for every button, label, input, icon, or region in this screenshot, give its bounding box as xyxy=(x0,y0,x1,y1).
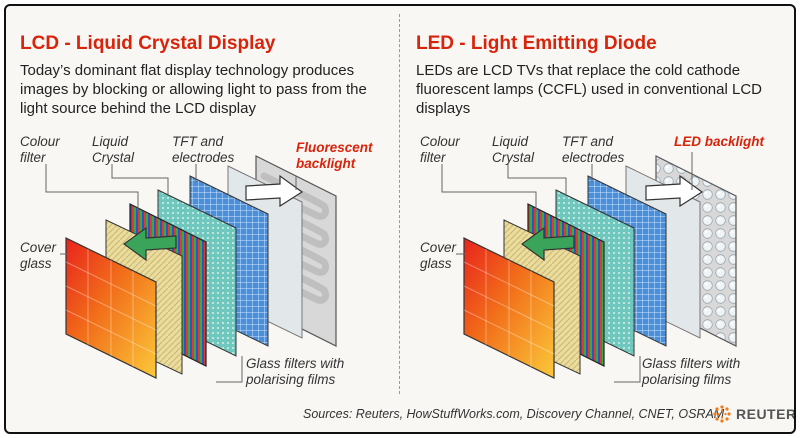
lcd-label-backlight: Fluorescent backlight xyxy=(296,140,373,172)
lcd-label-cover-glass-line2: glass xyxy=(20,256,52,271)
arrow-icon xyxy=(520,226,575,262)
lcd-label-colour-filter-line2: filter xyxy=(20,150,46,165)
led-label-glass-filters: Glass filters with polarising films xyxy=(642,356,740,388)
lcd-title: LCD - Liquid Crystal Display xyxy=(20,33,276,54)
led-label-backlight-line1: LED backlight xyxy=(674,134,765,149)
led-label-tft-line1: TFT and xyxy=(562,134,614,149)
infographic-frame: LCD - Liquid Crystal Display Today’s dom… xyxy=(4,4,796,434)
lcd-panel: LCD - Liquid Crystal Display Today’s dom… xyxy=(6,6,401,398)
lcd-label-liquid-crystal-line1: Liquid xyxy=(92,134,129,149)
lcd-cover-grid xyxy=(65,249,157,367)
lcd-label-cover-glass-line1: Cover xyxy=(20,240,57,255)
arrow-icon xyxy=(122,226,177,262)
led-label-cover-glass: Cover glass xyxy=(420,240,456,272)
led-label-tft: TFT and electrodes xyxy=(562,134,624,166)
arrow-icon xyxy=(645,174,704,208)
lcd-label-liquid-crystal-line2: Crystal xyxy=(92,150,135,165)
lcd-label-colour-filter: Colour filter xyxy=(20,134,60,166)
led-label-colour-filter-line1: Colour xyxy=(420,134,460,149)
lcd-label-glass-filters-line2: polarising films xyxy=(246,372,336,387)
lcd-label-glass-filters-line1: Glass filters with xyxy=(246,356,345,371)
lcd-label-liquid-crystal: Liquid Crystal xyxy=(92,134,134,166)
led-cover-grid xyxy=(463,249,555,367)
lcd-label-tft: TFT and electrodes xyxy=(172,134,234,166)
led-label-glass-filters-line2: polarising films xyxy=(642,372,732,387)
led-label-liquid-crystal-line2: Crystal xyxy=(492,150,535,165)
lcd-cover-glass xyxy=(65,237,157,379)
lcd-leader-lines xyxy=(45,164,297,383)
lcd-label-tft-line2: electrodes xyxy=(172,150,235,165)
led-layers-diagram xyxy=(441,152,737,383)
lcd-label-backlight-line1: Fluorescent xyxy=(296,140,373,155)
led-label-backlight: LED backlight xyxy=(674,134,764,150)
lcd-label-glass-filters: Glass filters with polarising films xyxy=(246,356,344,388)
led-label-cover-glass-line2: glass xyxy=(420,256,452,271)
led-cover-glass xyxy=(463,237,555,379)
led-label-liquid-crystal: Liquid Crystal xyxy=(492,134,534,166)
led-label-tft-line2: electrodes xyxy=(562,150,625,165)
reuters-wordmark: REUTERS xyxy=(736,406,796,422)
arrow-icon xyxy=(245,174,304,208)
led-label-cover-glass-line1: Cover xyxy=(420,240,457,255)
reuters-logo-icon xyxy=(713,405,731,423)
led-label-liquid-crystal-line1: Liquid xyxy=(492,134,529,149)
lcd-label-colour-filter-line1: Colour xyxy=(20,134,60,149)
reuters-brand: REUTERS xyxy=(712,404,796,424)
lcd-label-backlight-line2: backlight xyxy=(296,156,356,171)
lcd-description: Today’s dominant flat display technology… xyxy=(20,62,367,117)
led-leader-lines xyxy=(441,152,693,383)
panel-divider xyxy=(399,14,400,394)
led-panel: LED - Light Emitting Diode LEDs are LCD … xyxy=(402,6,794,398)
led-label-colour-filter-line2: filter xyxy=(420,150,446,165)
sources-credit: Sources: Reuters, HowStuffWorks.com, Dis… xyxy=(303,407,725,421)
led-description: LEDs are LCD TVs that replace the cold c… xyxy=(416,62,762,117)
led-title: LED - Light Emitting Diode xyxy=(416,33,657,54)
lcd-label-tft-line1: TFT and xyxy=(172,134,224,149)
led-label-colour-filter: Colour filter xyxy=(420,134,460,166)
lcd-layers-diagram xyxy=(45,155,337,383)
led-label-glass-filters-line1: Glass filters with xyxy=(642,356,741,371)
lcd-label-cover-glass: Cover glass xyxy=(20,240,56,272)
